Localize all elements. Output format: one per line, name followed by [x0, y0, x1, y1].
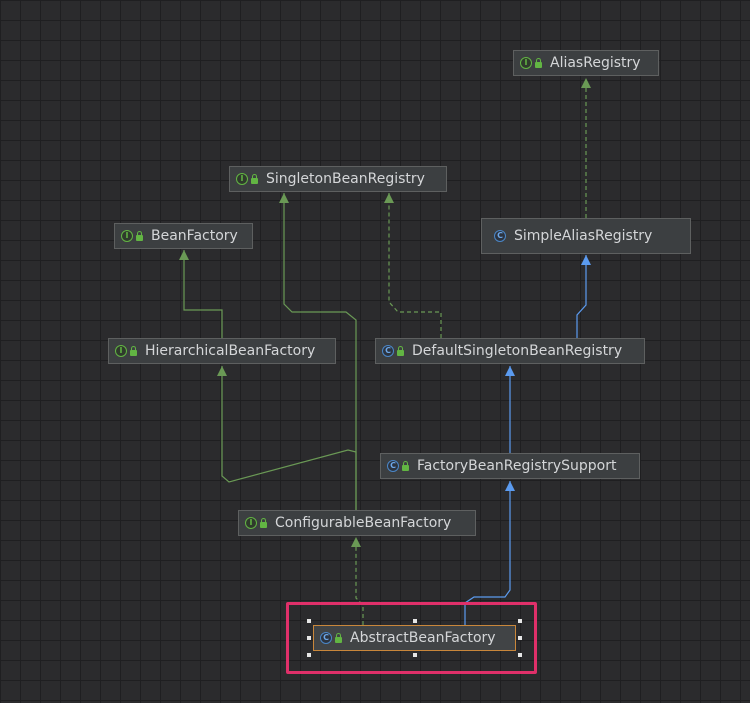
lock-icon	[260, 518, 267, 528]
node-factory-bean-registry-support[interactable]: C FactoryBeanRegistrySupport	[380, 453, 640, 479]
node-label: AliasRegistry	[550, 55, 641, 71]
lock-icon	[402, 461, 409, 471]
selection-handle-bottom-center[interactable]	[413, 653, 417, 657]
selection-handle-bottom-right[interactable]	[518, 653, 522, 657]
node-singleton-bean-registry[interactable]: I SingletonBeanRegistry	[229, 166, 447, 192]
interface-icon: I	[245, 517, 257, 529]
node-bean-factory[interactable]: I BeanFactory	[114, 223, 253, 249]
lock-icon	[130, 346, 137, 356]
interface-icon: I	[121, 230, 133, 242]
arrowhead-bean-factory	[179, 250, 189, 260]
edge-configurable-bean-factory-to-singleton-bean-registry	[283, 193, 357, 510]
lock-icon	[251, 174, 258, 184]
class-icon: C	[320, 632, 332, 644]
arrowhead-factory-bean-registry-support	[505, 481, 515, 491]
edge-abstract-bean-factory-to-configurable-bean-factory	[355, 537, 364, 625]
lock-icon	[397, 346, 404, 356]
arrowhead-configurable-bean-factory	[351, 537, 361, 547]
arrowhead-default-singleton-bean-registry	[505, 366, 515, 376]
arrowhead-singleton-bean-registry	[279, 193, 289, 203]
node-label: AbstractBeanFactory	[350, 630, 496, 646]
arrowhead-hierarchical-bean-factory	[217, 366, 227, 376]
edge-default-singleton-bean-registry-to-simple-alias-registry	[576, 255, 587, 338]
node-default-singleton-bean-registry[interactable]: C DefaultSingletonBeanRegistry	[375, 338, 645, 364]
arrowhead-simple-alias-registry	[581, 255, 591, 265]
selection-handle-middle-right[interactable]	[518, 636, 522, 640]
node-label: BeanFactory	[151, 228, 238, 244]
lock-icon	[335, 633, 342, 643]
node-configurable-bean-factory[interactable]: I ConfigurableBeanFactory	[238, 510, 476, 536]
node-label: DefaultSingletonBeanRegistry	[412, 343, 623, 359]
node-label: FactoryBeanRegistrySupport	[417, 458, 617, 474]
edge-configurable-bean-factory-to-hierarchical-bean-factory	[221, 366, 357, 510]
class-icon: C	[494, 230, 506, 242]
node-alias-registry[interactable]: I AliasRegistry	[513, 50, 659, 76]
arrowhead-singleton-bean-registry	[384, 193, 394, 203]
selection-highlight-frame	[286, 602, 537, 674]
interface-icon: I	[520, 57, 532, 69]
edge-default-singleton-bean-registry-to-singleton-bean-registry	[388, 193, 442, 338]
selection-handle-top-right[interactable]	[518, 619, 522, 623]
selection-handle-top-left[interactable]	[307, 619, 311, 623]
interface-icon: I	[236, 173, 248, 185]
selection-handle-top-center[interactable]	[413, 619, 417, 623]
node-simple-alias-registry[interactable]: C SimpleAliasRegistry	[481, 218, 691, 254]
selection-handle-middle-left[interactable]	[307, 636, 311, 640]
node-label: SingletonBeanRegistry	[266, 171, 425, 187]
class-icon: C	[387, 460, 399, 472]
lock-icon	[535, 58, 542, 68]
edge-hierarchical-bean-factory-to-bean-factory	[183, 250, 223, 338]
edge-abstract-bean-factory-to-factory-bean-registry-support	[464, 481, 511, 625]
node-label: ConfigurableBeanFactory	[275, 515, 452, 531]
interface-icon: I	[115, 345, 127, 357]
node-label: SimpleAliasRegistry	[514, 228, 653, 244]
node-abstract-bean-factory[interactable]: C AbstractBeanFactory	[313, 625, 516, 651]
lock-icon	[136, 231, 143, 241]
selection-handle-bottom-left[interactable]	[307, 653, 311, 657]
class-icon: C	[382, 345, 394, 357]
node-hierarchical-bean-factory[interactable]: I HierarchicalBeanFactory	[108, 338, 336, 364]
node-label: HierarchicalBeanFactory	[145, 343, 316, 359]
arrowhead-alias-registry	[581, 78, 591, 88]
